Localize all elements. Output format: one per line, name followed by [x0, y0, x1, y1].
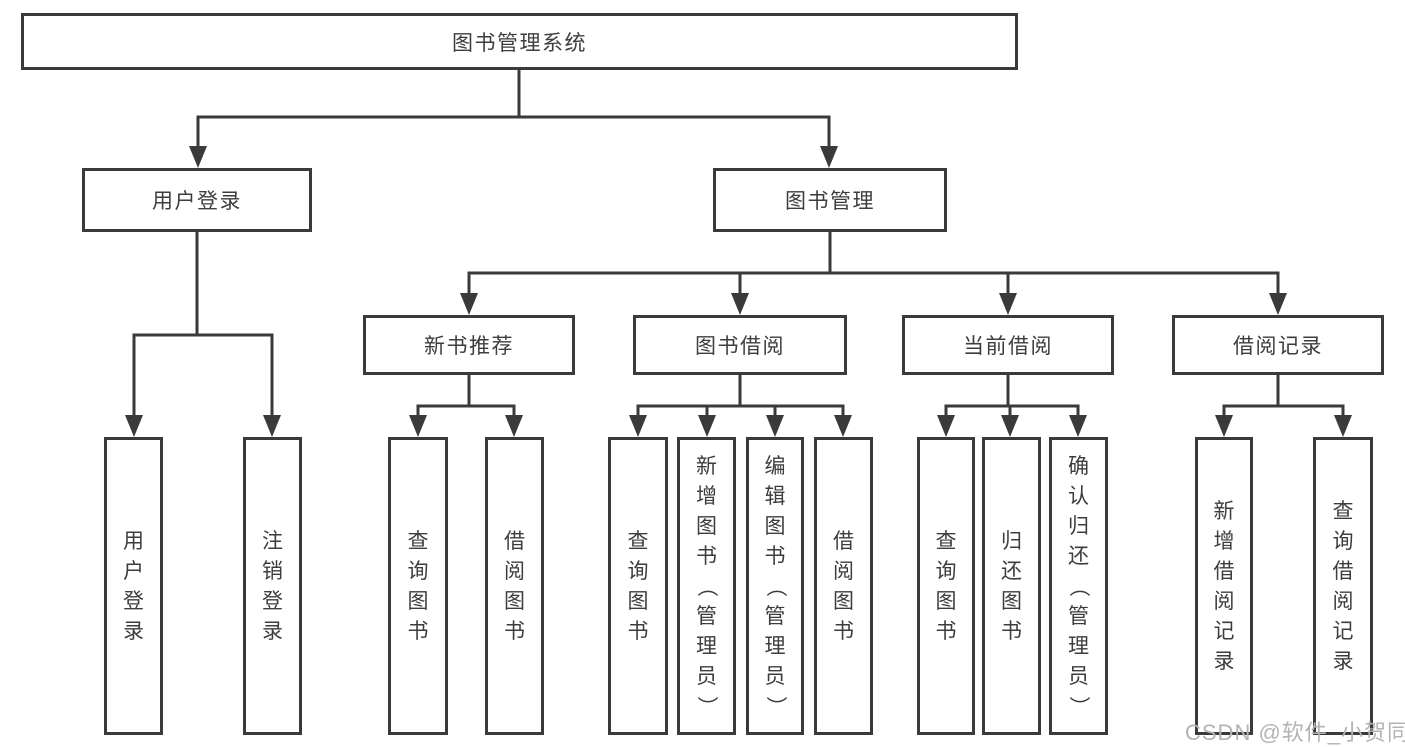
arrow-down-icon [125, 415, 143, 437]
leaf-recommend-borrow-books: 借阅图书 [485, 437, 544, 735]
arrow-down-icon [999, 293, 1017, 315]
leaf-current-return-books: 归还图书 [982, 437, 1041, 735]
leaf-borrowing-query-books: 查询图书 [608, 437, 668, 735]
leaf-borrowing-edit-books-admin: 编辑图书（管理员） [746, 437, 804, 735]
node-book-management: 图书管理 [713, 168, 947, 232]
leaf-borrowing-borrow-books: 借阅图书 [814, 437, 873, 735]
leaf-current-query-books: 查询图书 [917, 437, 975, 735]
node-book-borrowing: 图书借阅 [633, 315, 847, 375]
arrow-down-icon [766, 415, 784, 437]
arrow-down-icon [698, 415, 716, 437]
node-label: 用户登录 [123, 529, 144, 643]
leaf-user-login: 用户登录 [104, 437, 163, 735]
leaf-recommend-query-books: 查询图书 [388, 437, 448, 735]
node-new-book-recommendation: 新书推荐 [363, 315, 575, 375]
leaf-records-add-borrow-record: 新增借阅记录 [1195, 437, 1253, 735]
node-label: 图书借阅 [695, 335, 785, 358]
arrow-down-icon [1269, 293, 1287, 315]
arrow-down-icon [1215, 415, 1233, 437]
node-label: 确认归还（管理员） [1067, 454, 1090, 717]
arrow-down-icon [1069, 415, 1087, 437]
node-label: 借阅图书 [833, 529, 854, 643]
node-label: 用户登录 [152, 190, 242, 213]
arrow-down-icon [1001, 415, 1019, 437]
node-label: 当前借阅 [963, 335, 1053, 358]
arrow-down-icon [460, 293, 478, 315]
node-label: 查询借阅记录 [1332, 499, 1354, 673]
csdn-watermark: CSDN @软件_小贺同学 [1185, 720, 1405, 745]
node-borrowing-records: 借阅记录 [1172, 315, 1384, 375]
node-label: 注销登录 [262, 529, 283, 643]
leaf-current-confirm-return-admin: 确认归还（管理员） [1049, 437, 1108, 735]
node-library-management-system: 图书管理系统 [21, 13, 1018, 70]
node-label: 新书推荐 [424, 335, 514, 358]
leaf-borrowing-add-books-admin: 新增图书（管理员） [677, 437, 736, 735]
node-label: 借阅图书 [504, 529, 525, 643]
arrow-down-icon [1334, 415, 1352, 437]
node-label: 图书管理系统 [452, 31, 587, 55]
node-label: 图书管理 [785, 190, 875, 213]
node-label: 查询图书 [935, 529, 957, 643]
arrow-down-icon [820, 146, 838, 168]
leaf-records-query-borrow-record: 查询借阅记录 [1313, 437, 1373, 735]
arrow-down-icon [834, 415, 852, 437]
arrow-down-icon [629, 415, 647, 437]
node-current-borrowing: 当前借阅 [902, 315, 1114, 375]
arrow-down-icon [731, 293, 749, 315]
arrow-down-icon [189, 146, 207, 168]
leaf-logout: 注销登录 [243, 437, 302, 735]
arrowheads [125, 146, 1352, 437]
arrow-down-icon [505, 415, 523, 437]
node-label: 查询图书 [407, 529, 429, 643]
arrow-down-icon [409, 415, 427, 437]
node-label: 借阅记录 [1233, 335, 1323, 358]
node-user-login: 用户登录 [82, 168, 312, 232]
node-label: 查询图书 [627, 529, 649, 643]
node-label: 新增图书（管理员） [695, 454, 718, 717]
arrow-down-icon [937, 415, 955, 437]
arrow-down-icon [263, 415, 281, 437]
node-label: 归还图书 [1001, 529, 1022, 643]
node-label: 编辑图书（管理员） [763, 454, 787, 717]
node-label: 新增借阅记录 [1213, 499, 1235, 673]
